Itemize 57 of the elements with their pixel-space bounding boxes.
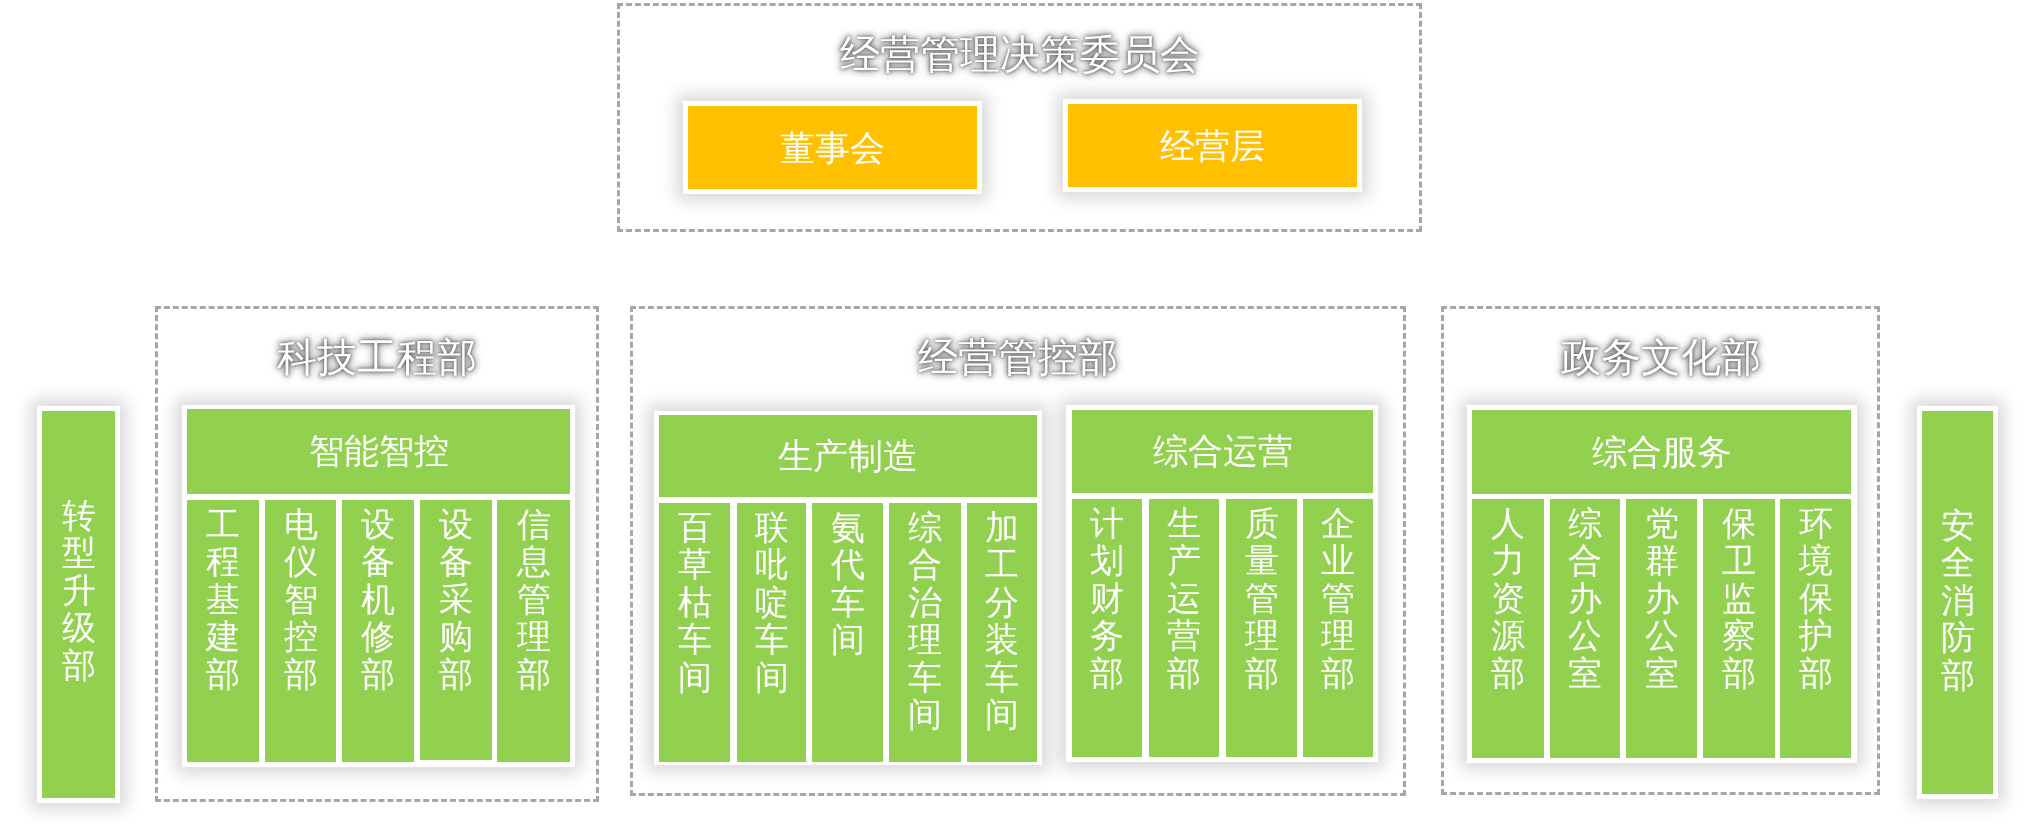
department-column	[265, 500, 336, 762]
department-column	[1703, 499, 1775, 758]
dashed-group-frame	[1441, 306, 1880, 795]
column-label: 党群办公室	[1644, 505, 1679, 692]
department-panel	[182, 405, 575, 767]
department-column	[1780, 499, 1851, 758]
department-column	[659, 503, 730, 762]
department-column	[420, 500, 492, 760]
department-panel	[1066, 405, 1378, 762]
column-label: 电仪智控部	[283, 506, 318, 693]
column-label: 生产运营部	[1167, 505, 1201, 692]
column-label: 安全消防部	[1940, 507, 1975, 694]
column-label: 综合治理车间	[908, 509, 942, 734]
department-column	[1149, 499, 1219, 757]
box-label: 董事会	[780, 127, 885, 168]
column-label: 设备采购部	[439, 506, 473, 693]
group-title: 经营管理决策委员会	[839, 32, 1200, 76]
panel-header: 综合服务	[1472, 410, 1851, 494]
panel-header: 智能智控	[187, 409, 570, 494]
group-title: 科技工程部	[277, 335, 477, 379]
column-label: 转型升级部	[61, 497, 96, 684]
column-label: 氨代车间	[830, 509, 865, 659]
panel-header: 生产制造	[659, 415, 1037, 497]
column-label: 百草枯车间	[677, 509, 712, 696]
column-label: 计划财务部	[1090, 505, 1124, 692]
department-column	[342, 500, 414, 762]
department-column	[1626, 499, 1697, 758]
column-label: 设备机修部	[361, 506, 395, 693]
department-column	[967, 503, 1037, 762]
department-column	[812, 503, 883, 762]
column-label: 人力资源部	[1491, 505, 1525, 692]
column-label: 工程基建部	[206, 506, 240, 693]
dashed-group-frame	[630, 306, 1406, 796]
department-column	[737, 503, 806, 762]
panel-header: 综合运营	[1072, 410, 1373, 493]
column-label: 联吡啶车间	[754, 509, 789, 696]
department-column	[1550, 499, 1620, 758]
dashed-group-frame	[155, 306, 599, 802]
column-label: 加工分装车间	[985, 509, 1019, 734]
column-label: 环境保护部	[1798, 505, 1833, 692]
column-label: 企业管理部	[1321, 505, 1355, 692]
department-column	[497, 500, 570, 762]
column-label: 综合办公室	[1568, 505, 1602, 692]
department-panel	[1467, 405, 1857, 763]
dashed-group-frame	[617, 3, 1422, 232]
department-panel	[654, 411, 1042, 765]
column-label: 信息管理部	[516, 506, 551, 693]
column-label: 质量管理部	[1244, 505, 1279, 692]
department-column	[1072, 499, 1142, 757]
department-column	[1226, 499, 1297, 757]
department-column	[1303, 499, 1373, 757]
box-label: 经营层	[1160, 125, 1265, 166]
department-column	[187, 500, 259, 762]
group-title: 政务文化部	[1560, 335, 1761, 379]
column-label: 保卫监察部	[1722, 505, 1756, 692]
department-column	[889, 503, 961, 762]
department-column	[1472, 499, 1544, 758]
